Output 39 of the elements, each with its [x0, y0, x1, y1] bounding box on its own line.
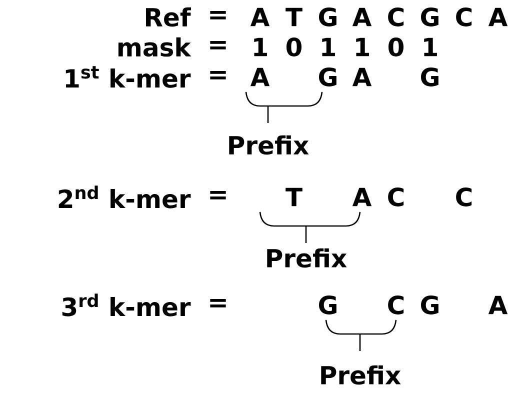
mask-digit: 1: [356, 38, 369, 56]
base-letter: C: [456, 188, 472, 206]
base-letter: A: [250, 68, 270, 86]
base-letter: A: [352, 188, 372, 206]
mask-digit: 1: [424, 38, 437, 56]
base-letter: A: [352, 8, 372, 26]
row-label: mask: [118, 37, 192, 57]
equals-sign: =: [210, 70, 226, 80]
base-letter: G: [318, 68, 336, 86]
base-letter: T: [286, 8, 302, 26]
equals-sign: =: [210, 10, 226, 20]
base-letter: G: [420, 8, 438, 26]
equals-sign: =: [210, 40, 226, 50]
prefix-label: Prefix: [229, 135, 309, 155]
mask-digit: 1: [254, 38, 267, 56]
base-letter: G: [318, 8, 336, 26]
row-label: 1$^{st}$ k-mer: [66, 66, 191, 88]
base-letter: C: [388, 188, 404, 206]
base-letter: C: [456, 8, 472, 26]
base-letter: A: [488, 296, 508, 314]
equals-sign: =: [210, 298, 226, 308]
base-letter: C: [388, 296, 404, 314]
base-letter: A: [488, 8, 508, 26]
base-letter: G: [420, 68, 438, 86]
base-letter: G: [420, 296, 438, 314]
mask-digit: 1: [322, 38, 335, 56]
row-label: 3$^{rd}$ k-mer: [62, 294, 191, 316]
mask-digit: 0: [286, 38, 302, 56]
equals-sign: =: [210, 190, 226, 200]
base-letter: G: [318, 296, 336, 314]
prefix-label: Prefix: [321, 365, 401, 385]
base-letter: T: [286, 188, 302, 206]
prefix-label: Prefix: [267, 248, 347, 268]
base-letter: A: [352, 68, 372, 86]
row-label: 2$^{nd}$ k-mer: [58, 186, 191, 208]
row-label: Ref: [146, 7, 191, 27]
mask-digit: 0: [388, 38, 404, 56]
base-letter: A: [250, 8, 270, 26]
base-letter: C: [388, 8, 404, 26]
